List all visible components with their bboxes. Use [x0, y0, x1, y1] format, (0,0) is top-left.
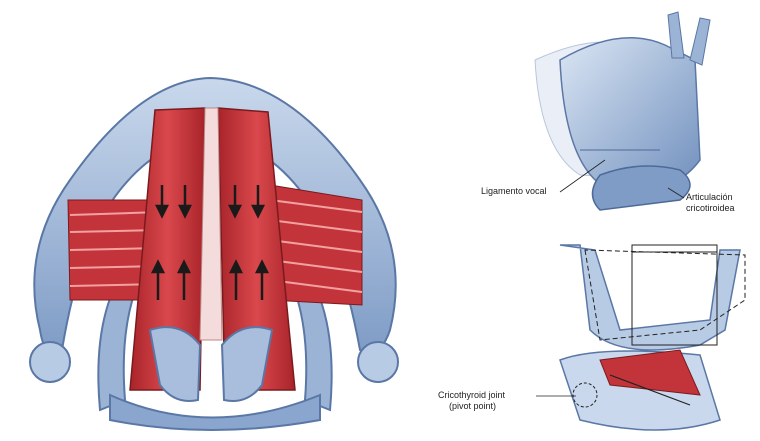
cricoid-lateral [593, 166, 691, 210]
label-cricothyroid-es: cricotiroidea [686, 203, 735, 213]
cricothyroid-diagram [536, 245, 745, 430]
label-vocal-ligament: Ligamento vocal [481, 186, 547, 196]
thyroid-lateral-view [535, 12, 710, 210]
left-knob [30, 342, 70, 382]
label-cricothyroid-joint: Cricothyroid joint [438, 390, 505, 400]
cricoid-base [110, 395, 320, 430]
right-knob [358, 342, 398, 382]
superior-horn-2 [690, 18, 710, 65]
label-pivot-point: (pivot point) [449, 401, 496, 411]
label-articulation: Articulación [686, 192, 733, 202]
superior-view-larynx [30, 78, 398, 430]
